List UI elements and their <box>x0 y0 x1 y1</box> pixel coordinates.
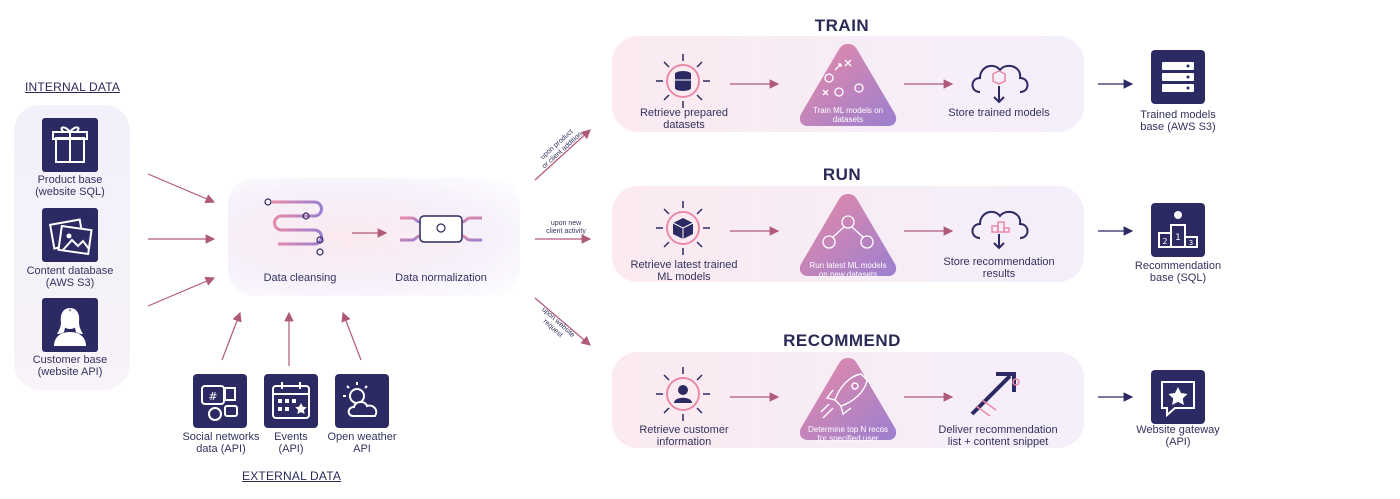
open-weather-label: Open weather API <box>327 431 397 455</box>
run-step1-label: Retrieve latest trained ML models <box>630 259 738 283</box>
delivery-arrow-icon <box>966 366 1028 420</box>
recommend-output-label: Website gateway (API) <box>1136 424 1220 448</box>
website-star-icon <box>1151 370 1205 424</box>
svg-text:2: 2 <box>1162 237 1167 246</box>
server-icon <box>1151 50 1205 104</box>
processing-band <box>228 178 520 296</box>
data-normalization-icon <box>398 196 484 262</box>
data-cleansing-icon <box>258 192 336 262</box>
train-step3-label: Store trained models <box>948 107 1050 119</box>
data-normalization-label: Data normalization <box>395 272 487 284</box>
person-icon <box>42 298 98 352</box>
model-cube-icon <box>652 197 714 259</box>
run-title: RUN <box>822 165 862 184</box>
train-step1-label: Retrieve prepared datasets <box>639 107 729 131</box>
run-step3-label: Store recommendation results <box>943 256 1055 280</box>
events-label: Events (API) <box>274 431 308 455</box>
run-output-label: Recommendation base (SQL) <box>1134 260 1222 284</box>
calendar-icon <box>264 374 318 428</box>
rocket-icon <box>797 354 899 442</box>
run-models-icon <box>797 190 899 278</box>
customer-base-label: Customer base (website API) <box>32 354 108 378</box>
photos-icon <box>42 208 98 262</box>
train-output-label: Trained models base (AWS S3) <box>1140 109 1216 133</box>
run-step2-label: Run latest ML models on new datasets <box>809 261 887 279</box>
recommend-step3-label: Deliver recommendation list + content sn… <box>938 424 1058 448</box>
external-data-header: EXTERNAL DATA <box>242 469 342 483</box>
recommend-step2-label: Determine top N recos for specified user <box>807 425 889 443</box>
train-title: TRAIN <box>814 16 870 35</box>
cloud-results-icon <box>966 200 1032 252</box>
internal-data-header: INTERNAL DATA <box>25 80 121 94</box>
social-icon: # <box>193 374 247 428</box>
recommend-step1-label: Retrieve customer information <box>639 424 729 448</box>
trigger-run-label: upon new client activity <box>546 220 586 235</box>
svg-text:#: # <box>208 390 217 403</box>
cloud-upload-icon <box>966 54 1032 106</box>
social-networks-label: Social networks data (API) <box>182 431 260 455</box>
content-database-label: Content database (AWS S3) <box>26 265 114 289</box>
data-cleansing-label: Data cleansing <box>263 272 337 284</box>
train-models-icon <box>797 40 899 128</box>
svg-text:1: 1 <box>1175 233 1181 243</box>
svg-text:3: 3 <box>1189 239 1193 247</box>
train-step2-label: Train ML models on datasets <box>812 106 884 124</box>
customer-icon <box>652 363 714 425</box>
gift-icon <box>42 118 98 172</box>
weather-icon <box>335 374 389 428</box>
recommend-title: RECOMMEND <box>783 331 901 350</box>
podium-icon: 1 2 3 <box>1151 203 1205 257</box>
database-icon <box>652 50 714 112</box>
product-base-label: Product base (website SQL) <box>35 174 105 198</box>
